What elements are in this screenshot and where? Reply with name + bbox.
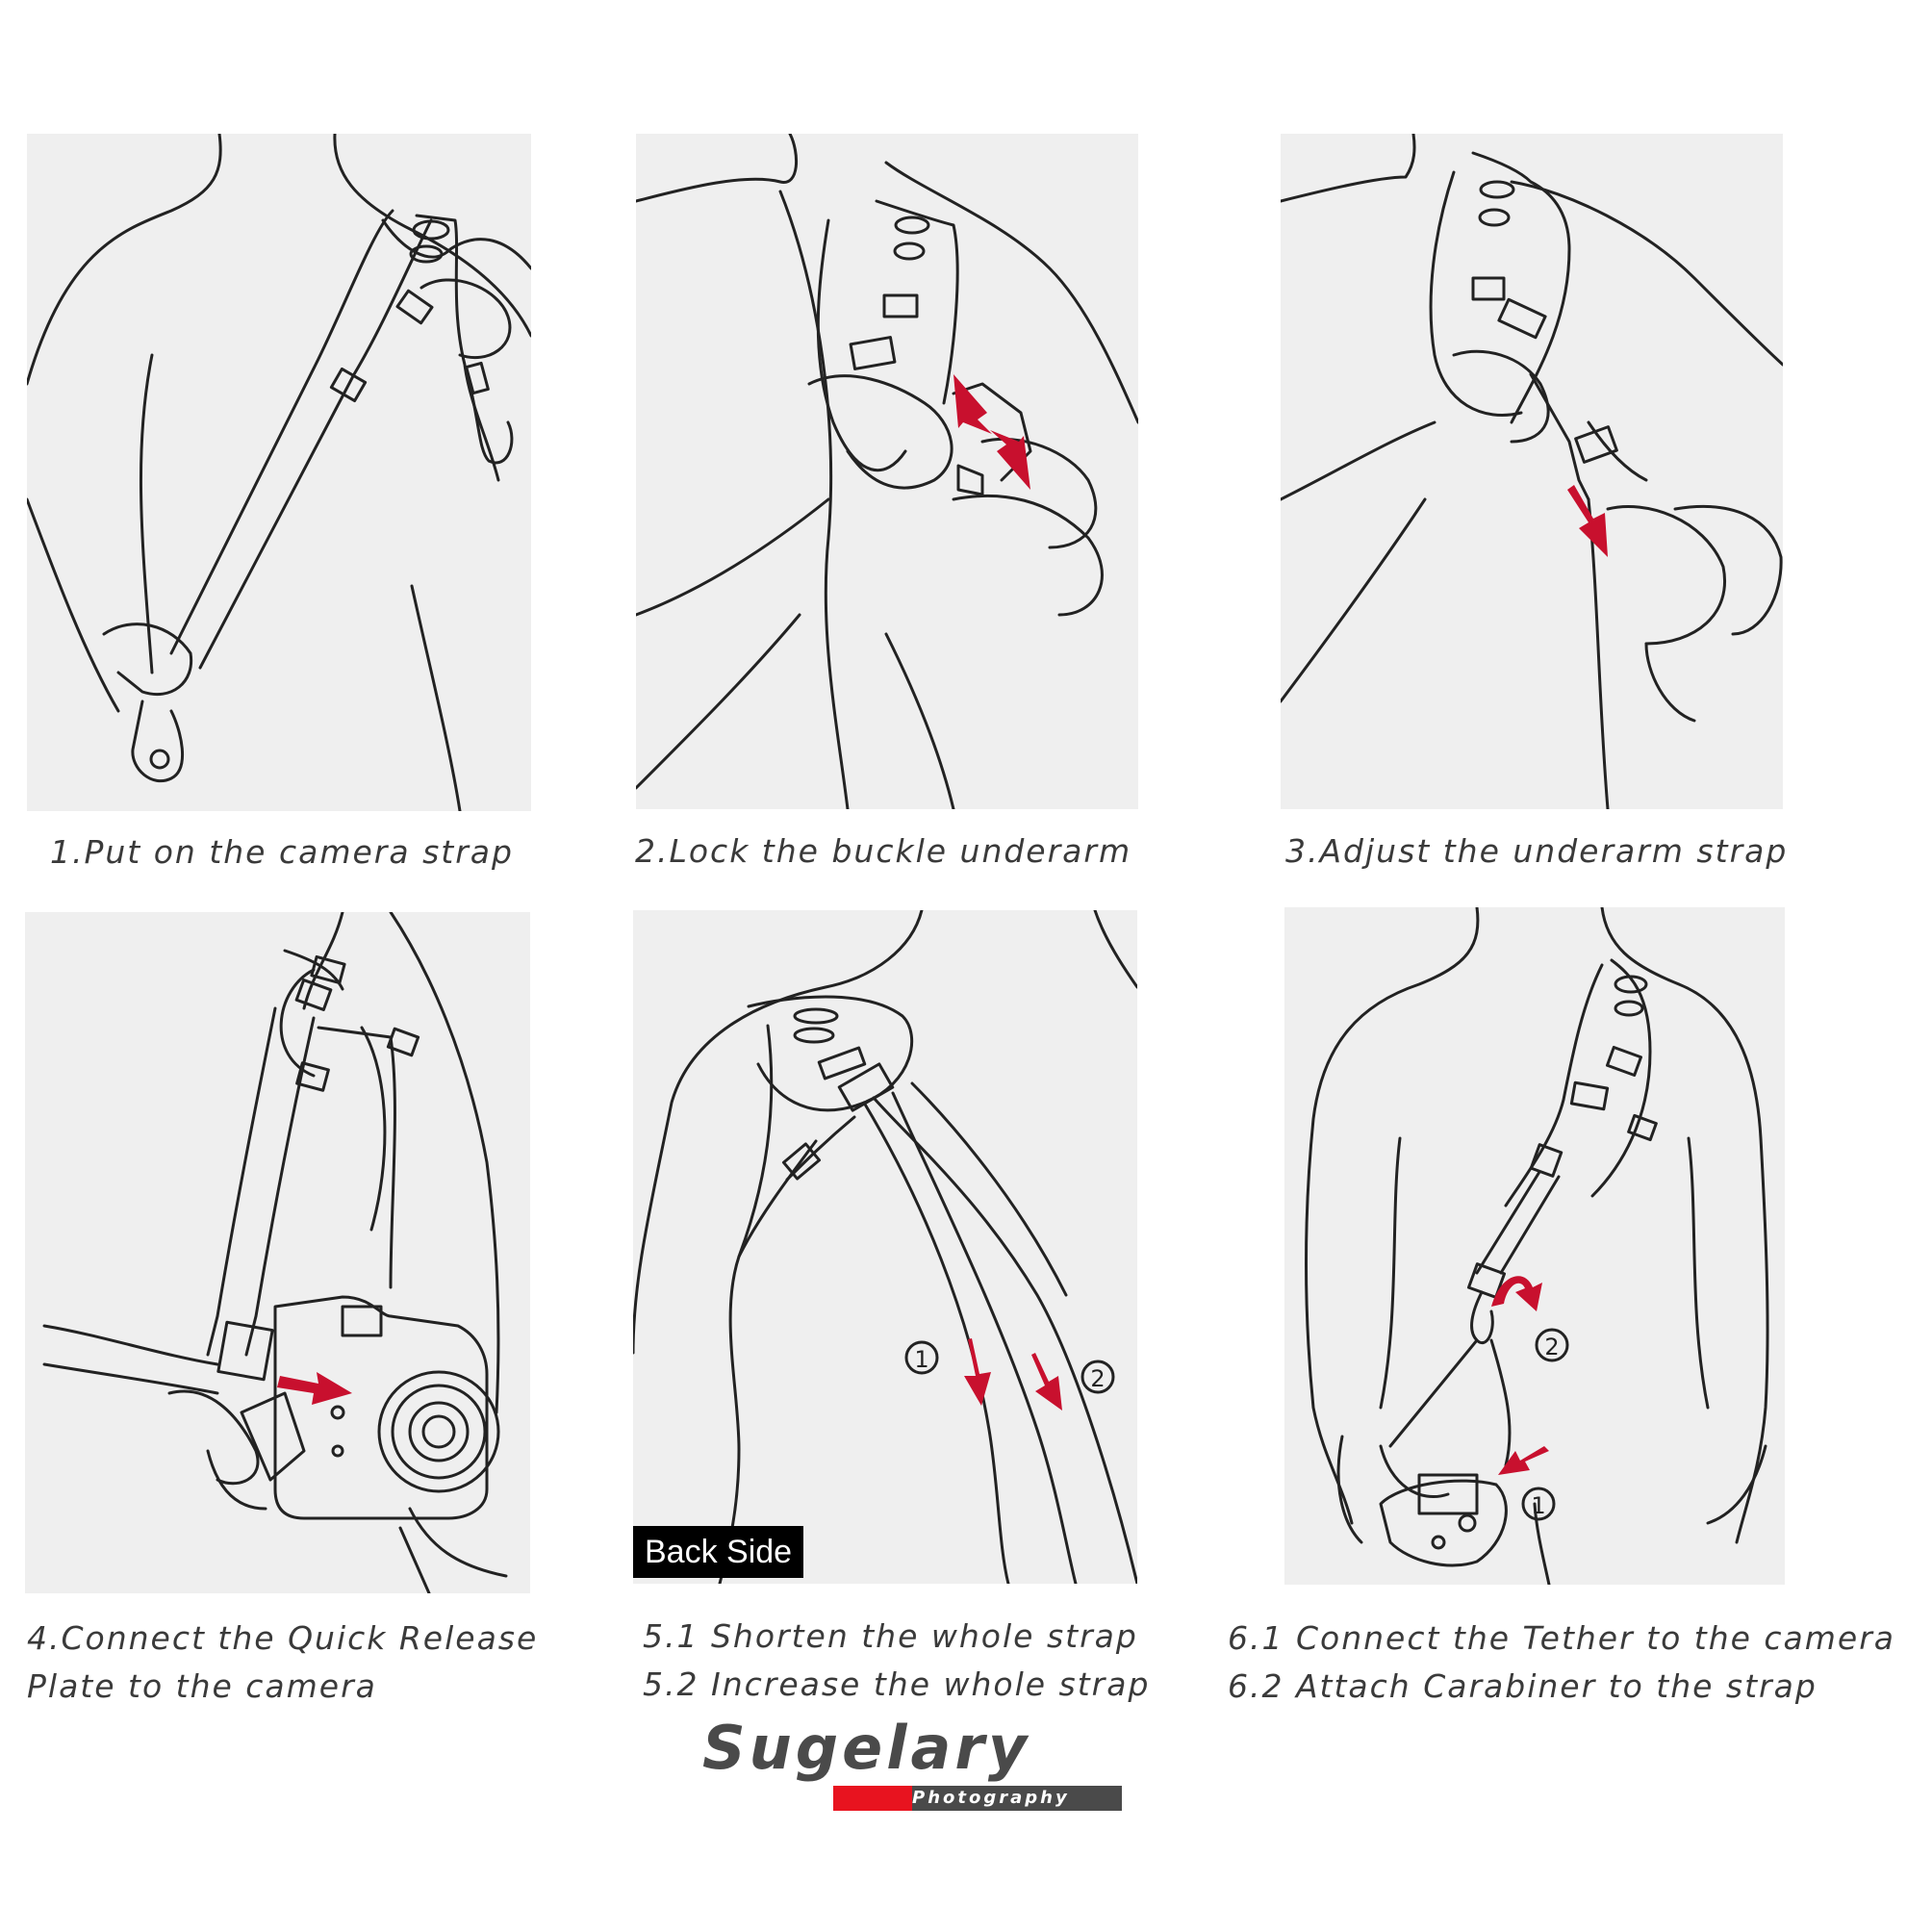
step-6-marker-1: 1 [1531, 1492, 1545, 1519]
step-5-marker-2: 2 [1090, 1365, 1105, 1392]
tether-carabiner-illustration: 2 1 [1305, 907, 1769, 1585]
back-side-badge: Back Side [633, 1526, 804, 1578]
buckle-lock-illustration [636, 134, 1138, 809]
step-1-caption-line-1: 1.Put on the camera strap [50, 833, 514, 871]
step-4-caption-line-1: 4.Connect the Quick Release [27, 1619, 539, 1657]
step-3-illustration [1281, 134, 1783, 809]
logo-bar-red [833, 1786, 912, 1811]
step-6-marker-2: 2 [1544, 1334, 1559, 1360]
person-strap-illustration [27, 134, 531, 811]
red-arrow-down [1567, 485, 1608, 557]
red-arrows-tether [1491, 1276, 1549, 1475]
logo-tagline: Photography [912, 1788, 1070, 1808]
step-6-caption: 6.1 Connect the Tether to the camera 6.2… [1228, 1614, 1895, 1711]
red-arrow-right [277, 1372, 352, 1405]
step-6-caption-line-2: 6.2 Attach Carabiner to the strap [1228, 1667, 1818, 1705]
red-arrows [953, 374, 1030, 490]
quick-release-illustration [42, 912, 508, 1593]
sugelary-logo: Sugelary Photography [702, 1715, 1126, 1820]
step-2-caption-line-1: 2.Lock the buckle underarm [635, 832, 1132, 870]
step-3-caption-line-1: 3.Adjust the underarm strap [1285, 832, 1789, 870]
step-1-caption: 1.Put on the camera strap [50, 828, 514, 877]
step-4-illustration [25, 912, 530, 1593]
step-5-caption-line-1: 5.1 Shorten the whole strap [643, 1617, 1138, 1655]
step-2-illustration [636, 134, 1138, 809]
logo-bar: Photography [833, 1786, 1122, 1811]
step-6-caption-line-1: 6.1 Connect the Tether to the camera [1228, 1619, 1896, 1657]
step-5-caption-line-2: 5.2 Increase the whole strap [643, 1665, 1151, 1703]
step-5-illustration: 1 2 Back Side [633, 910, 1137, 1584]
step-2-caption: 2.Lock the buckle underarm [635, 827, 1131, 876]
step-1-illustration [27, 134, 531, 811]
step-5-marker-1: 1 [914, 1346, 928, 1373]
step-4-caption-line-2: Plate to the camera [27, 1667, 377, 1705]
step-3-caption: 3.Adjust the underarm strap [1285, 827, 1788, 876]
logo-brand: Sugelary [702, 1713, 1031, 1783]
step-6-illustration: 2 1 [1284, 907, 1785, 1585]
step-5-caption: 5.1 Shorten the whole strap 5.2 Increase… [643, 1613, 1150, 1709]
step-4-caption: 4.Connect the Quick Release Plate to the… [27, 1614, 538, 1711]
red-arrows-down [964, 1338, 1062, 1411]
